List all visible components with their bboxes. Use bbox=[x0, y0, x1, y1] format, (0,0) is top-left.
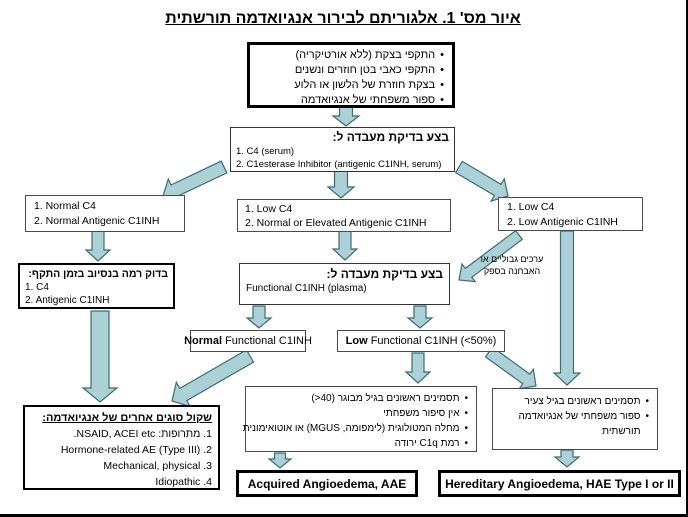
symptom-text: התקפי בצקת (ללא אורטיקריה) bbox=[295, 49, 436, 61]
list-item: • אין סיפור משפחתי bbox=[254, 406, 468, 421]
arrow-symptoms-to-lab1 bbox=[331, 106, 361, 127]
bullet-icon: • bbox=[464, 408, 468, 419]
arrow-funclow-to-hae-criteria bbox=[484, 346, 537, 390]
other-type-item: 4. Idiopathic bbox=[155, 476, 212, 488]
list-item: • תסמינים ראשונים בגיל מבוגר ‎(>40)‎ bbox=[254, 391, 468, 406]
other-type-item: 2. Hormone-related AE (Type III) bbox=[60, 444, 212, 456]
result-item: 1. Normal C4 bbox=[34, 200, 96, 212]
bullet-icon: • bbox=[464, 423, 468, 434]
arrow-borderline-to-lab2 bbox=[458, 229, 524, 283]
result-low-normal-box: 1. Low C4 2. Normal or Elevated Antigeni… bbox=[237, 199, 451, 232]
note-line: האבחנה בספק bbox=[483, 266, 541, 276]
lab-test-1-box: בצע בדיקת מעבדה ל: 1. C4 (serum) 2. C1es… bbox=[230, 127, 455, 172]
bullet-icon: • bbox=[440, 79, 444, 91]
symptom-text: התקפי כאבי בטן חוזרים ונשנים bbox=[294, 64, 436, 76]
lab-test-item: Functional C1INH (plasma) bbox=[246, 283, 367, 294]
box-header: בדוק רמה בנסיוב בזמן התקף: bbox=[28, 268, 168, 280]
hae-criteria-box: • תסמינים ראשונים בגיל צעיר • ספור משפחתי … bbox=[492, 388, 658, 450]
bullet-icon: • bbox=[464, 393, 468, 404]
arrow-funcnormal-to-other-types bbox=[171, 349, 255, 408]
arrow-haecriteria-to-hae bbox=[553, 449, 581, 468]
recheck-during-attack-box: בדוק רמה בנסיוב בזמן התקף: 1. C4 2. Anti… bbox=[18, 263, 175, 309]
note-line: ערכים גבוליים או bbox=[480, 254, 544, 264]
list-item: • ספור משפחתי של אנגיואדמה תורשתית bbox=[501, 409, 649, 439]
hae-diagnosis-box: Hereditary Angioedema, HAE Type I or II bbox=[438, 470, 681, 497]
arrow-aaecriteria-to-aae bbox=[267, 452, 293, 469]
bullet-icon: • bbox=[645, 411, 649, 422]
arrow-lab2-to-func-low bbox=[406, 305, 434, 329]
functional-normal-box: Normal Functional C1INH bbox=[184, 330, 312, 352]
box-header: שקול סוגים אחרים של אנגיואדמה: bbox=[42, 412, 212, 424]
box-header: בצע בדיקת מעבדה ל: bbox=[326, 267, 443, 281]
result-item: 2. Normal or Elevated Antigenic C1INH bbox=[245, 217, 427, 229]
arrow-normal-to-recheck bbox=[84, 230, 112, 262]
symptom-text: בצקת חוזרת של הלשון או הלוע bbox=[294, 79, 436, 91]
list-item: • ספור משפחתי של אנגיואדמה bbox=[258, 93, 444, 108]
result-emphasis: Normal bbox=[184, 335, 223, 347]
bullet-icon: • bbox=[440, 94, 444, 106]
aae-diagnosis-box: Acquired Angioedema, AAE bbox=[236, 470, 418, 497]
list-item: • התקפי בצקת (ללא אורטיקריה) bbox=[258, 48, 444, 63]
arrow-lownormal-to-lab2 bbox=[331, 229, 359, 261]
bullet-icon: • bbox=[464, 438, 468, 449]
result-emphasis: Low bbox=[345, 335, 368, 347]
borderline-note: ערכים גבוליים או האבחנה בספק bbox=[458, 253, 566, 277]
result-item: 2. Normal Antigenic C1INH bbox=[34, 215, 160, 227]
list-item: • התקפי כאבי בטן חוזרים ונשנים bbox=[258, 63, 444, 78]
result-item: 1. Low C4 bbox=[245, 203, 293, 215]
result-low-low-box: 1. Low C4 2. Low Antigenic C1INH bbox=[498, 197, 643, 231]
arrow-funclow-to-aae-criteria bbox=[404, 352, 432, 384]
criteria-text: תסמינים ראשונים בגיל מבוגר ‎(>40)‎ bbox=[311, 393, 460, 404]
arrow-lab1-to-lowlow bbox=[454, 160, 509, 203]
result-item: 2. Low Antigenic C1INH bbox=[507, 216, 618, 228]
other-types-box: שקול סוגים אחרים של אנגיואדמה: 1. מתרופו… bbox=[23, 405, 220, 490]
list-item: • מחלה המטולוגית (לימפומה, MGUS) או אוטוא… bbox=[243, 421, 468, 436]
lab-test-item: 1. C4 (serum) bbox=[236, 146, 295, 157]
result-text: Functional C1INH bbox=[222, 335, 312, 347]
list-item: • רמת C1q ירודה bbox=[254, 436, 468, 451]
list-item: • תסמינים ראשונים בגיל צעיר bbox=[501, 394, 649, 409]
lab-test-item: 1. C4 bbox=[25, 282, 49, 293]
criteria-text: תסמינים ראשונים בגיל צעיר bbox=[524, 396, 641, 407]
functional-low-box: Low Functional C1INH (<50%) bbox=[337, 330, 505, 352]
other-type-item: 3. Mechanical, physical bbox=[103, 460, 212, 472]
result-text: Functional C1INH (<50%) bbox=[367, 335, 497, 347]
criteria-text: רמת C1q ירודה bbox=[394, 438, 460, 449]
arrow-lab1-to-lownormal bbox=[326, 168, 356, 199]
criteria-text: אין סיפור משפחתי bbox=[383, 408, 460, 419]
aae-criteria-box: • תסמינים ראשונים בגיל מבוגר ‎(>40)‎ • אין… bbox=[243, 386, 477, 452]
lab-test-2-box: בצע בדיקת מעבדה ל: Functional C1INH (pla… bbox=[239, 263, 450, 305]
arrow-recheck-to-other-types bbox=[81, 310, 119, 403]
lab-test-item: 2. C1esterase Inhibitor (antigenic C1INH… bbox=[236, 159, 442, 170]
result-normal-box: 1. Normal C4 2. Normal Antigenic C1INH bbox=[25, 195, 185, 232]
result-item: 1. Low C4 bbox=[507, 201, 555, 213]
list-item: • בצקת חוזרת של הלשון או הלוע bbox=[258, 78, 444, 93]
other-type-item: 1. מתרופות: NSAID, ACEI etc. bbox=[73, 428, 212, 440]
box-header: בצע בדיקת מעבדה ל: bbox=[332, 130, 449, 144]
criteria-text: ספור משפחתי של אנגיואדמה תורשתית bbox=[518, 411, 641, 437]
bullet-icon: • bbox=[645, 396, 649, 407]
lab-test-item: 2. Antigenic C1INH bbox=[25, 295, 110, 306]
symptom-text: ספור משפחתי של אנגיואדמה bbox=[300, 94, 436, 106]
bullet-icon: • bbox=[440, 64, 444, 76]
criteria-text: מחלה המטולוגית (לימפומה, MGUS) או אוטואי… bbox=[242, 423, 460, 434]
figure-title: איור מס' 1. אלגוריתם לבירור אנגיואדמה תו… bbox=[165, 10, 521, 27]
arrow-lowlow-to-hae-criteria bbox=[552, 230, 582, 386]
arrow-lab2-to-func-normal bbox=[245, 305, 273, 329]
symptoms-box: • התקפי בצקת (ללא אורטיקריה) • התקפי כאבי … bbox=[247, 42, 455, 108]
bullet-icon: • bbox=[440, 49, 444, 61]
